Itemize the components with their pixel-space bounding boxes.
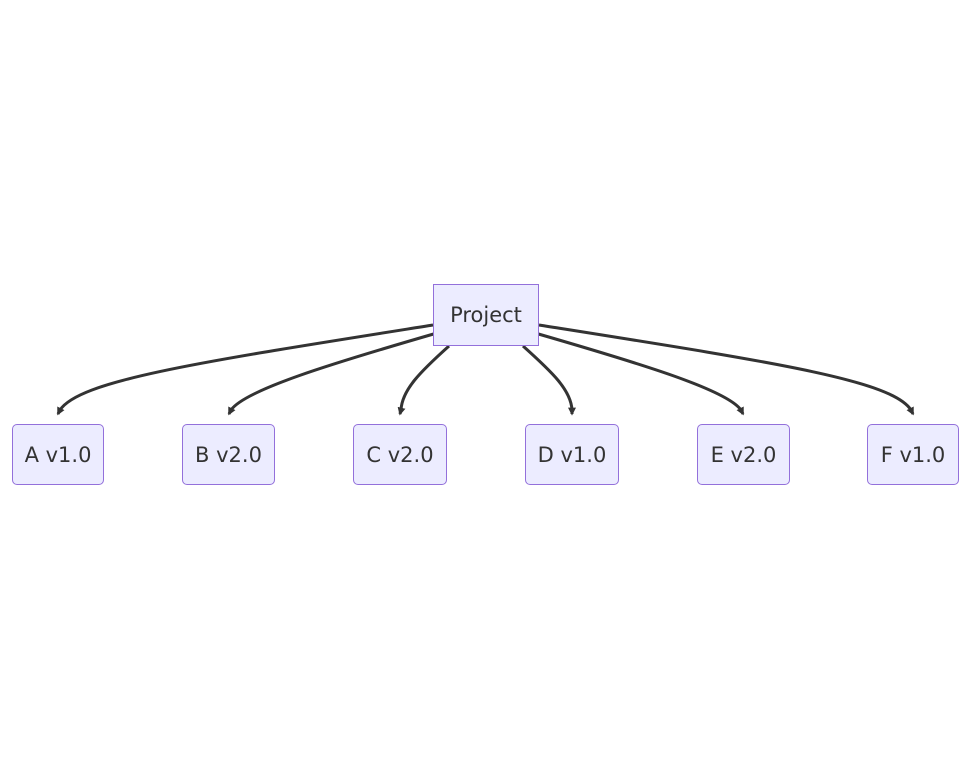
edge-project-to-b <box>227 331 438 416</box>
node-a-label: A v1.0 <box>24 442 92 467</box>
edge-project-to-e <box>534 331 745 416</box>
node-b-label: B v2.0 <box>195 442 262 467</box>
project-node: Project <box>433 284 539 346</box>
project-node-label: Project <box>450 303 522 327</box>
node-c-label: C v2.0 <box>366 442 434 467</box>
node-f: F v1.0 <box>867 424 959 485</box>
node-e-label: E v2.0 <box>710 442 777 467</box>
node-c: C v2.0 <box>353 424 447 485</box>
edge-project-to-d <box>521 344 576 416</box>
node-f-label: F v1.0 <box>880 442 946 467</box>
node-d: D v1.0 <box>525 424 619 485</box>
edge-project-to-a <box>56 323 434 416</box>
node-b: B v2.0 <box>182 424 275 485</box>
edge-project-to-c <box>397 344 451 416</box>
node-a: A v1.0 <box>12 424 104 485</box>
node-e: E v2.0 <box>697 424 790 485</box>
edge-project-to-f <box>538 323 915 416</box>
node-d-label: D v1.0 <box>537 442 607 467</box>
